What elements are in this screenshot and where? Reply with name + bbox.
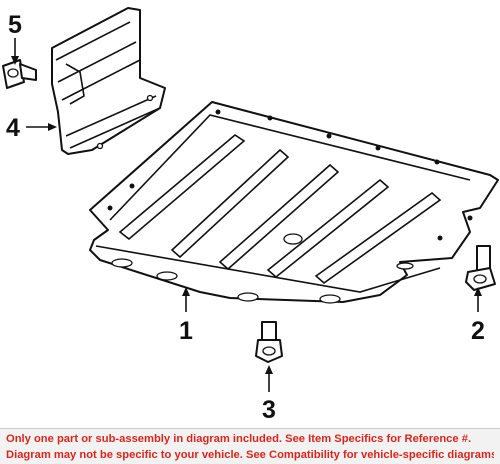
arrowhead-4 [48,123,57,131]
callout-number-2: 2 [471,317,485,345]
disclaimer-line-1: Only one part or sub-assembly in diagram… [6,433,472,445]
bolt-part-5 [2,59,37,89]
arrowhead-3 [265,365,273,374]
side-shield-part [51,7,166,155]
disclaimer-footer: Only one part or sub-assembly in diagram… [0,428,500,464]
callout-number-1: 1 [179,317,193,345]
skid-plate-part [89,101,499,304]
bolt-part-3 [255,321,283,363]
bolt-part-2 [465,245,496,291]
parts-diagram: 5 4 1 2 3 [2,7,499,424]
leader-lines [11,38,482,392]
callout-number-4: 4 [6,114,20,142]
disclaimer-line-2: Diagram may not be specific to your vehi… [6,449,494,461]
callout-number-3: 3 [262,396,276,424]
arrowhead-2 [474,287,482,296]
arrowhead-1 [182,287,190,296]
callout-number-5: 5 [8,11,22,39]
arrowhead-5 [11,56,19,65]
